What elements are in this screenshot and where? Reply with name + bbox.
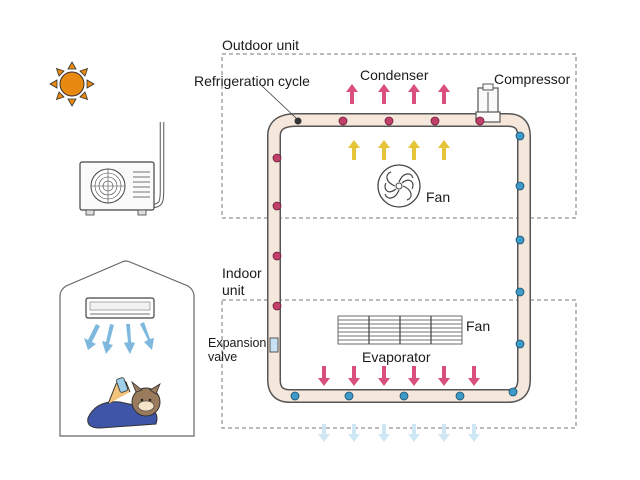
fan-icon bbox=[377, 164, 421, 208]
indoor-cool-air-arrows bbox=[84, 322, 154, 354]
cold-refrigerant-dots bbox=[290, 131, 525, 401]
hot-refrigerant-dots bbox=[272, 116, 485, 311]
outdoor-airflow-arrows bbox=[348, 140, 450, 160]
indoor-unit-box bbox=[221, 299, 577, 429]
refrigeration-cycle-leader bbox=[261, 85, 297, 119]
compressor-label: Compressor bbox=[494, 71, 571, 87]
outdoor-unit-label: Outdoor unit bbox=[222, 37, 299, 53]
outdoor-fan-label: Fan bbox=[426, 189, 450, 205]
pipe-joint bbox=[294, 117, 302, 125]
expansion-valve-label-line1: Expansion bbox=[208, 336, 266, 350]
indoor-fan-label: Fan bbox=[466, 318, 490, 334]
indoor-ac-unit-icon bbox=[85, 297, 155, 319]
outdoor-unit-box bbox=[221, 53, 577, 219]
sun-icon bbox=[49, 61, 95, 107]
indoor-unit-label-line2: unit bbox=[222, 282, 245, 298]
expansion-valve bbox=[269, 337, 279, 353]
indoor-unit-label-line1: Indoor bbox=[222, 265, 262, 281]
outdoor-ac-unit-icon bbox=[79, 122, 165, 216]
evaporator-heat-arrows bbox=[318, 366, 480, 386]
cool-air-arrows bbox=[318, 424, 480, 442]
expansion-valve-label-line2: valve bbox=[208, 350, 237, 364]
person-relaxing-icon bbox=[87, 377, 161, 429]
refrigeration-cycle-label: Refrigeration cycle bbox=[194, 73, 310, 89]
compressor-icon bbox=[475, 83, 501, 123]
evaporator-label: Evaporator bbox=[362, 349, 431, 365]
evaporator-coil bbox=[337, 315, 463, 345]
condenser-label: Condenser bbox=[360, 67, 429, 83]
condenser-heat-arrows bbox=[346, 84, 450, 104]
